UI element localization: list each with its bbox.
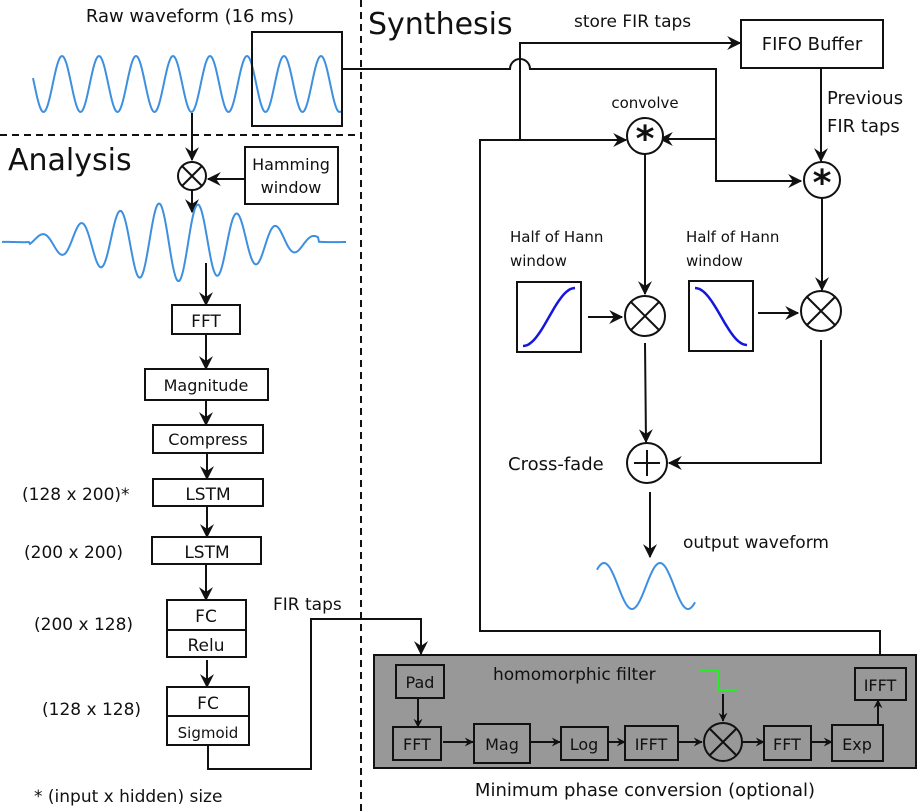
hamming-window-label-1: Hamming [252, 155, 330, 174]
mp-ifft1-block [624, 725, 679, 761]
homomorphic-step-icon [700, 670, 738, 691]
mp-ifft2-block [854, 667, 907, 701]
multiply-node-left [624, 295, 666, 337]
mp-multiply-node [703, 722, 743, 762]
mp-mag-block [473, 723, 531, 764]
previous-fir-taps-label-2: FIR taps [827, 116, 900, 137]
fc1-size: (200 x 128) [34, 615, 133, 635]
magnitude-block [144, 368, 269, 401]
cross-fade-add-node [626, 442, 668, 484]
convolve-node-previous: * [803, 161, 841, 204]
mp-pad-label: Pad [406, 673, 435, 692]
previous-fir-taps-label-1: Previous [827, 88, 903, 109]
convolve-label: convolve [611, 94, 678, 112]
magnitude-label: Magnitude [164, 376, 249, 395]
fir-taps-label: FIR taps [273, 595, 342, 615]
fc1-block [166, 599, 247, 658]
multiply-node-right [800, 290, 842, 332]
hann-falling-curve [694, 286, 748, 347]
lstm2-block [151, 536, 262, 565]
mp-fft2-label: FFT [773, 735, 801, 754]
arrow-multiply-left-to-add [638, 342, 653, 444]
fc1-label: FC [195, 607, 217, 627]
compress-label: Compress [168, 430, 247, 449]
footnote: * (input x hidden) size [34, 787, 222, 807]
hann-right-label-1: Half of Hann [686, 228, 779, 246]
fir-taps-connector [207, 618, 428, 770]
mp-exp-label: Exp [842, 735, 872, 754]
analysis-title: Analysis [8, 143, 132, 178]
hann-left-label-1: Half of Hann [510, 228, 603, 246]
mp-ifft1-label: IFFT [635, 735, 668, 754]
mp-exp-block [831, 724, 884, 762]
cross-fade-label: Cross-fade [508, 454, 604, 475]
raw-waveform-label: Raw waveform (16 ms) [86, 6, 294, 27]
raw-waveform [32, 54, 342, 113]
fifo-buffer-label: FIFO Buffer [762, 34, 863, 55]
hamming-window-label-2: window [261, 178, 322, 197]
mp-log-block [560, 726, 609, 761]
mp-fft1-label: FFT [403, 735, 431, 754]
lstm2-size: (200 x 200) [24, 543, 123, 563]
arrow-multiply-right-to-add [667, 340, 822, 470]
mp-fft1-block [392, 726, 442, 761]
fir-feedback-loop [479, 133, 881, 668]
homomorphic-filter-label: homomorphic filter [493, 665, 656, 685]
hann-left-label-2: window [510, 252, 567, 270]
hamming-window-box [244, 146, 339, 205]
convolve-node-current: * [626, 117, 664, 160]
lstm2-label: LSTM [184, 543, 229, 563]
mp-fft2-block [763, 725, 812, 761]
fifo-buffer-block [740, 19, 884, 69]
arrow-frame-to-convolve2 [715, 139, 803, 188]
relu-label: Relu [187, 636, 224, 656]
mp-log-label: Log [570, 735, 599, 754]
output-waveform-label: output waveform [683, 533, 829, 553]
sigmoid-label: Sigmoid [178, 724, 239, 742]
svg-text:*: * [636, 119, 655, 160]
synthesis-title: Synthesis [368, 7, 513, 42]
frame-to-synthesis-line [342, 58, 717, 139]
lstm1-size: (128 x 200)* [22, 485, 130, 505]
mp-mag-label: Mag [485, 735, 519, 754]
mp-pad-block [395, 664, 445, 699]
output-waveform [596, 561, 696, 611]
hamming-multiply-node [177, 161, 207, 191]
compress-block [152, 424, 264, 454]
fft-block [171, 304, 241, 335]
svg-text:*: * [813, 163, 832, 204]
store-fir-taps-label: store FIR taps [574, 12, 691, 32]
mp-ifft2-label: IFFT [864, 676, 897, 695]
lstm1-label: LSTM [185, 485, 230, 505]
hann-right-label-2: window [686, 252, 743, 270]
hann-rising-curve [522, 286, 576, 348]
arrow-store-fir-taps [519, 36, 742, 140]
fc2-size: (128 x 128) [42, 700, 141, 720]
frame-window-box [251, 31, 343, 127]
windowed-waveform [2, 202, 346, 282]
min-phase-caption: Minimum phase conversion (optional) [475, 780, 815, 801]
fc2-label: FC [197, 694, 219, 714]
fft-label: FFT [191, 312, 221, 332]
